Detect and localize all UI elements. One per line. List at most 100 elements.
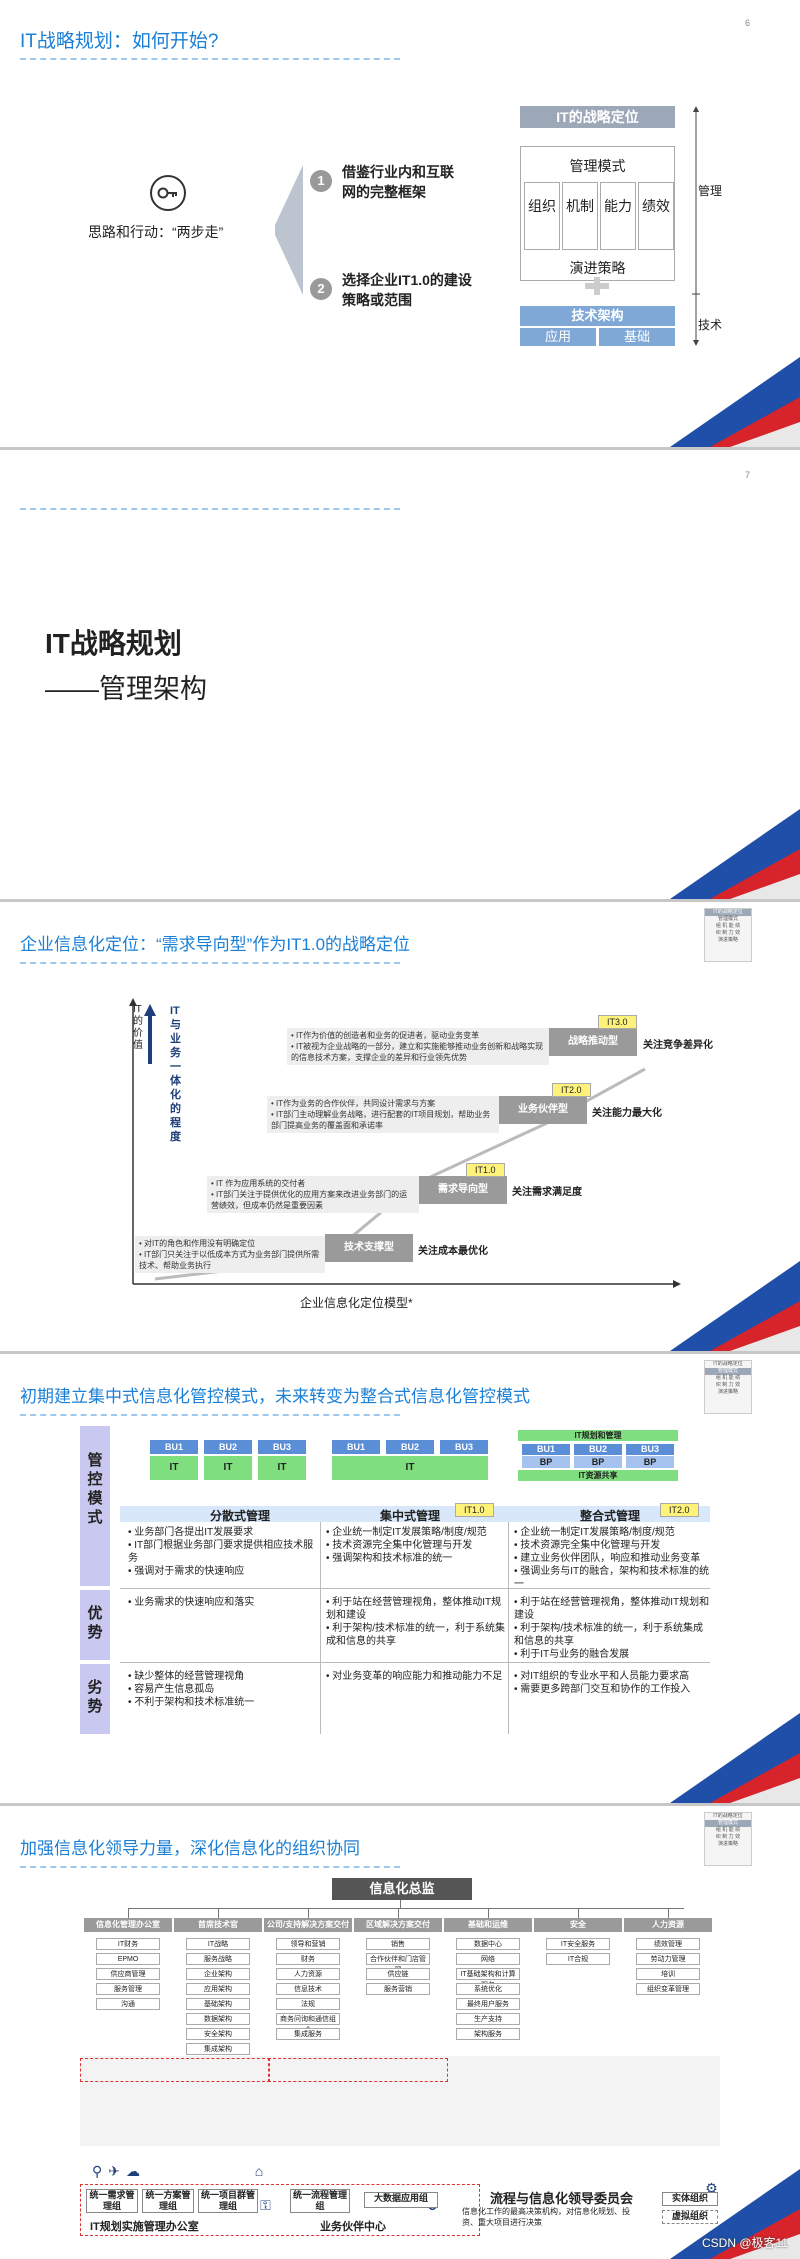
slide-title: 加强信息化领导力量，深化信息化的组织协同 (20, 1839, 360, 1858)
connector (128, 1908, 129, 1918)
focus-partner: 关注能力最大化 (592, 1108, 662, 1119)
dept-sub-unit: 财务 (276, 1953, 340, 1965)
approach-label: 思路和行动：“两步走” (88, 224, 224, 240)
section-title: IT战略规划 (45, 628, 182, 659)
dept-sub-unit: 集成服务 (276, 2028, 340, 2040)
connector (668, 1908, 669, 1918)
row-divider (120, 1588, 710, 1589)
bu-label: BU2 (386, 1440, 434, 1454)
bu-label: BU3 (258, 1440, 306, 1454)
corner-decoration (670, 1713, 800, 1803)
dept-sub-unit: IT合规 (546, 1953, 610, 1965)
col-integrated: 整合式管理 (579, 1509, 640, 1523)
slide-section-management: 7 IT战略规划 ——管理架构 (0, 452, 800, 902)
bp-box: BP (626, 1456, 674, 1468)
legend-virtual-org: 虚拟组织 (662, 2210, 718, 2224)
bottom-virtual-group (80, 2184, 480, 2236)
dept-sub-unit: 组织变革管理 (636, 1983, 700, 1995)
dept-sub-unit: 法规 (276, 1998, 340, 2010)
cell-mode-distributed: • 业务部门各提出IT发展要求 • IT部门根据业务部门要求提供相应技术服务 •… (128, 1527, 314, 1577)
dept-sub-unit: 生产支持 (456, 2013, 520, 2025)
connector (128, 1908, 684, 1909)
it-box: IT (204, 1456, 252, 1480)
thumb-line: IT的战略定位 (705, 909, 751, 916)
cell-pro-centralized: • 利于站在经营管理视角，整体推动IT规划和建设 • 利于架构/技术标准的统一，… (326, 1597, 506, 1647)
dept-sub-unit: 服务管理 (96, 1983, 160, 1995)
step-partner: 业务伙伴型 (499, 1096, 587, 1124)
note-tech-support: • 对IT的角色和作用没有明确定位 • IT部门只关注于以低成本方式为业务部门提… (135, 1236, 325, 1273)
thumb-line: IT的战略定位 (713, 1361, 743, 1367)
unified-solution-group: 统一方案管理组 (142, 2189, 194, 2213)
dept-sub-unit: 供应商管理 (96, 1968, 160, 1980)
dept-sub-unit: 系统优化 (456, 1983, 520, 1995)
side-label-management: 管理 (698, 184, 723, 198)
unified-process-group: 统一流程管理组 (290, 2189, 350, 2213)
thumbnail-nav[interactable]: IT的战略定位 管理模式 组 机 能 绩 织 制 力 效 演进策略 (704, 1360, 752, 1414)
slide-org-structure: 加强信息化领导力量，深化信息化的组织协同 10 IT的战略定位 管理模式 组 机… (0, 1808, 800, 2259)
corner-decoration (670, 357, 800, 447)
dept-sub-unit: 安全架构 (186, 2028, 250, 2040)
tech-architecture-box: 技术架构 (520, 306, 675, 326)
dept-header: 人力资源 (624, 1918, 712, 1932)
col-divider (320, 1522, 321, 1734)
slide-it-strategy-start: IT战略规划：如何开始? 6 思路和行动：“两步走” 1 借鉴行业内和互联网的完… (0, 0, 800, 450)
step1-text: 借鉴行业内和互联网的完整框架 (342, 164, 454, 200)
dept-sub-unit: 基础架构 (186, 1998, 250, 2010)
dept-sub-unit: IT安全服务 (546, 1938, 610, 1950)
dept-sub-unit: 数据中心 (456, 1938, 520, 1950)
watermark: CSDN @极客11 (702, 2236, 788, 2250)
title-divider (20, 1866, 400, 1868)
bracket-shape (275, 165, 303, 295)
thumb-line: 管理模式 (705, 1368, 751, 1375)
title-divider (20, 58, 400, 60)
bu-label: BU3 (440, 1440, 488, 1454)
it-share-box: IT资源共享 (518, 1470, 678, 1481)
management-mode-label: 管理模式 (569, 158, 626, 174)
note-demand: • IT 作为应用系统的交付者 • IT部门关注于提供优化的应用方案来改进业务部… (207, 1176, 419, 1213)
thumb-line: 组 机 能 绩 (715, 1827, 741, 1833)
foundation-box: 基础 (599, 328, 675, 346)
committee-title: 流程与信息化领导委员会 (490, 2191, 634, 2206)
focus-tech-support: 关注成本最优化 (418, 1246, 488, 1257)
unified-demand-group: 统一需求管理组 (86, 2189, 138, 2213)
tag-it1: IT1.0 (455, 1503, 494, 1517)
dept-sub-unit: 商务问询和通信组合 (276, 2013, 340, 2034)
col-org: 组织 (524, 182, 560, 250)
title-divider (20, 1414, 400, 1416)
it-positioning-box: IT的战略定位 (520, 106, 675, 128)
highlight-dashed (80, 2058, 270, 2082)
step2-number: 2 (310, 278, 332, 300)
dept-sub-unit: 服务营销 (366, 1983, 430, 1995)
connector (218, 1908, 219, 1918)
dept-sub-unit: 沟通 (96, 1998, 160, 2010)
dept-header: 安全 (534, 1918, 622, 1932)
connector (488, 1908, 489, 1918)
row-label-pro: 优势 (87, 1605, 103, 1641)
thumb-line: 组 机 能 绩 (715, 1375, 741, 1381)
dept-sub-unit: 集成架构 (186, 2043, 250, 2055)
plus-bar-v (594, 277, 600, 295)
cell-con-centralized: • 对业务变革的响应能力和推动能力不足 (326, 1671, 503, 1682)
bp-box: BP (574, 1456, 622, 1468)
col-centralized: 集中式管理 (379, 1509, 440, 1523)
legend-real-org: 实体组织 (662, 2192, 718, 2206)
thumbnail-nav[interactable]: IT的战略定位 管理模式 组 机 能 绩 织 制 力 效 演进策略 (704, 1812, 752, 1866)
dept-sub-unit: 供应链 (366, 1968, 430, 1980)
cell-mode-integrated: • 企业统一制定IT发展策略/制度/规范 • 技术资源完全集中化管理与开发 • … (514, 1527, 710, 1590)
slide-title: 初期建立集中式信息化管控模式，未来转变为整合式信息化管控模式 (20, 1387, 530, 1406)
it-box: IT (258, 1456, 306, 1480)
thumb-line: 演进策略 (717, 937, 738, 943)
row-divider (120, 1662, 710, 1663)
dept-sub-unit: 网络 (456, 1953, 520, 1965)
col-distributed: 分散式管理 (209, 1509, 270, 1523)
dept-header: 区域解决方案交付 (354, 1918, 442, 1932)
connector (400, 1900, 401, 1908)
focus-strategy: 关注竞争差异化 (643, 1040, 713, 1051)
thumb-line: 演进策略 (717, 1389, 738, 1395)
connector (398, 1908, 399, 1918)
thumb-line: 管理模式 (705, 1820, 751, 1827)
thumb-line: 管理模式 (717, 916, 738, 922)
bu-label: BU1 (522, 1444, 570, 1455)
cell-con-integrated: • 对IT组织的专业水平和人员能力要求高 • 需要更多跨部门交互和协作的工作投入 (514, 1671, 691, 1695)
thumbnail-nav[interactable]: IT的战略定位 管理模式 组 机 能 绩 织 制 力 效 演进策略 (704, 908, 752, 962)
